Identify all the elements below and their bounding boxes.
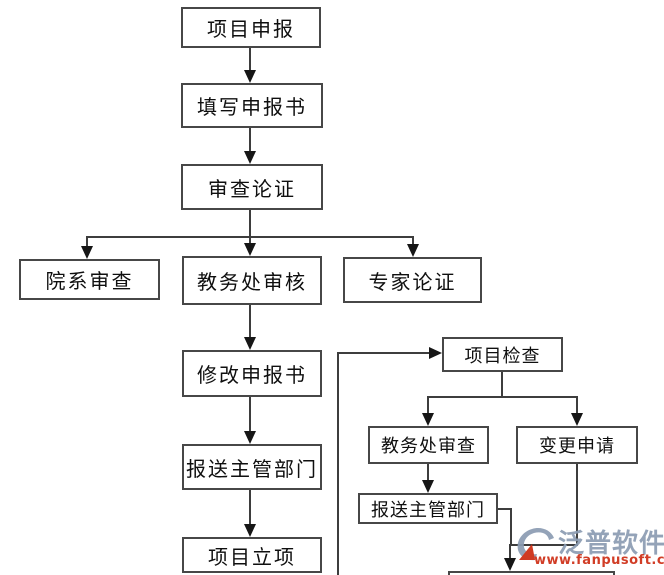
flow-node-academic-audit: 教务处审核 xyxy=(182,256,322,305)
flow-node-change-request: 变更申请 xyxy=(516,426,638,464)
flow-node-modify-form: 修改申报书 xyxy=(182,350,322,397)
flow-node-fill-form: 填写申报书 xyxy=(181,83,323,128)
connector-line xyxy=(576,397,578,415)
arrow-down-icon xyxy=(244,243,256,256)
connector-line xyxy=(510,544,578,546)
flow-node-project-check: 项目检查 xyxy=(442,337,563,372)
connector-line xyxy=(510,508,512,546)
fanpu-logo-icon xyxy=(517,528,554,561)
connector-line xyxy=(576,464,578,546)
connector-line xyxy=(427,397,429,415)
connector-line xyxy=(249,48,251,73)
flow-node-project-approval: 项目立项 xyxy=(182,537,322,573)
connector-line xyxy=(249,237,251,245)
flow-node-submit-authority: 报送主管部门 xyxy=(182,444,322,490)
connector-line xyxy=(249,210,251,238)
arrow-down-icon xyxy=(422,413,434,426)
fanpu-watermark: 泛普软件 www.fanpusoft.com xyxy=(514,523,664,573)
watermark-brand-text: 泛普软件 xyxy=(558,529,664,559)
connector-line xyxy=(509,544,511,559)
flow-node-expert-verify: 专家论证 xyxy=(343,257,482,303)
flow-node-submit-authority-2: 报送主管部门 xyxy=(358,493,498,524)
flow-node-project-apply: 项目申报 xyxy=(181,7,321,48)
arrow-down-icon xyxy=(244,151,256,164)
connector-line xyxy=(337,352,430,354)
connector-line xyxy=(249,128,251,153)
connector-line xyxy=(498,508,512,510)
arrow-down-icon xyxy=(244,524,256,537)
flow-node-academic-review: 教务处审查 xyxy=(368,426,489,464)
arrow-right-icon xyxy=(429,347,442,359)
connector-line xyxy=(249,490,251,526)
arrow-down-icon xyxy=(244,70,256,83)
arrow-down-icon xyxy=(244,431,256,444)
arrow-down-icon xyxy=(81,246,93,259)
arrow-down-icon xyxy=(504,558,516,571)
watermark-url-text: www.fanpusoft.com xyxy=(534,553,664,568)
connector-line xyxy=(337,352,339,575)
flow-node-dept-review: 院系审查 xyxy=(19,259,160,300)
arrow-down-icon xyxy=(422,480,434,493)
flow-node-review-verify: 审查论证 xyxy=(181,164,323,210)
flow-node-clipped-bottom xyxy=(448,571,615,575)
connector-line xyxy=(249,305,251,339)
arrow-down-icon xyxy=(244,337,256,350)
connector-line xyxy=(86,237,88,248)
connector-line xyxy=(427,464,429,482)
connector-line xyxy=(427,396,578,398)
connector-line xyxy=(249,397,251,433)
connector-line xyxy=(412,237,414,246)
arrow-down-icon xyxy=(407,244,419,257)
arrow-down-icon xyxy=(571,413,583,426)
connector-line xyxy=(501,372,503,398)
